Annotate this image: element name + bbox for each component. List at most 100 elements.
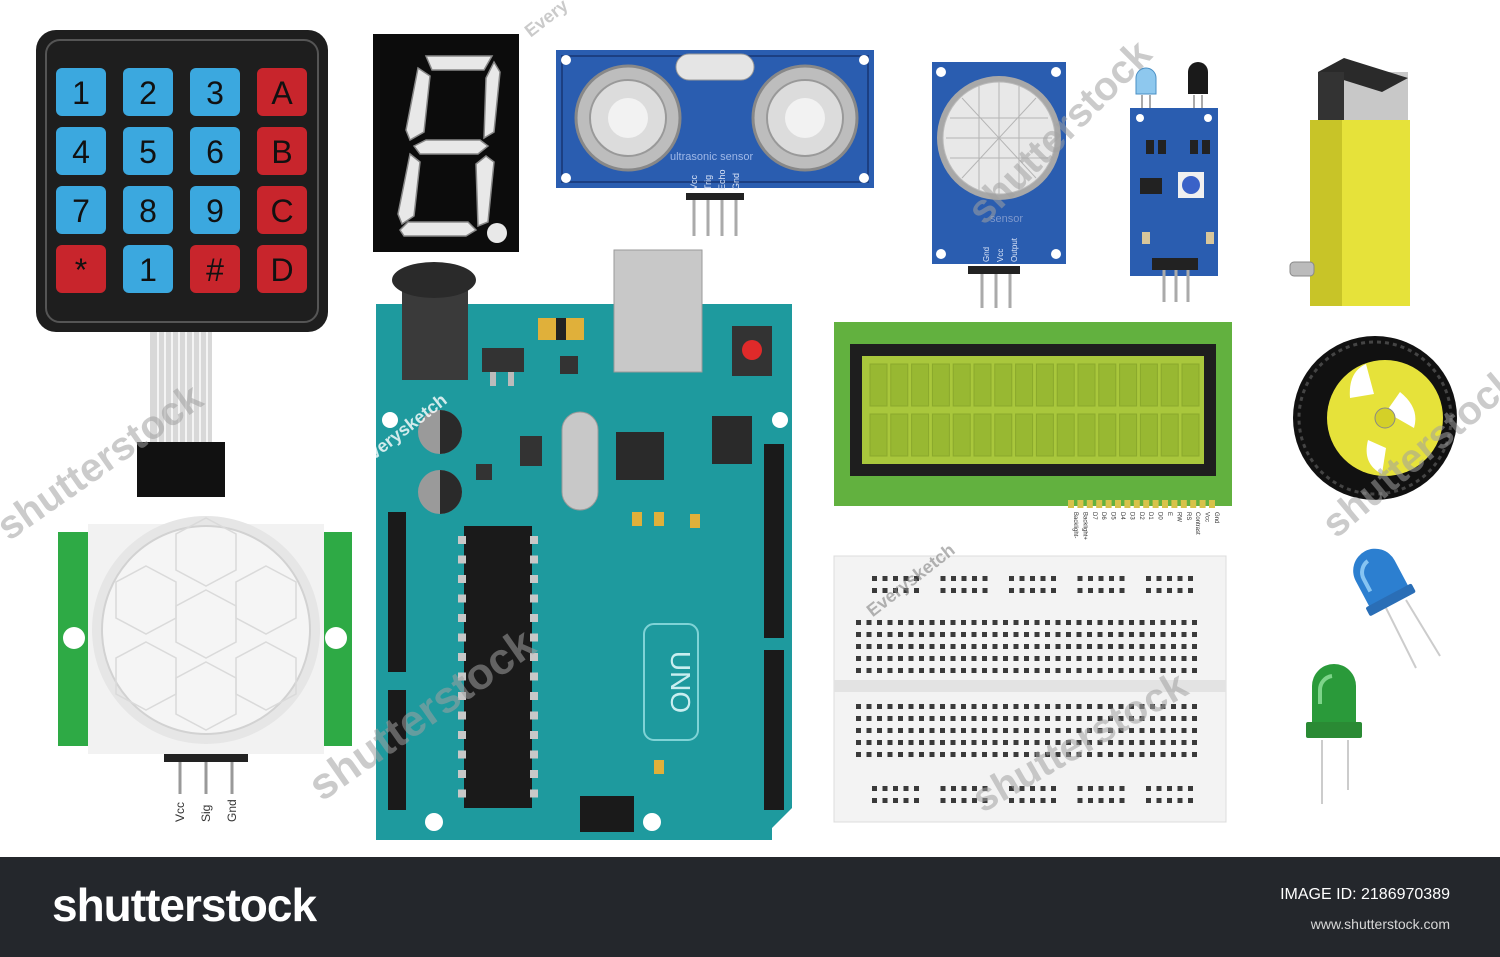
breadboard-hole (1097, 716, 1103, 721)
breadboard-hole (940, 752, 945, 757)
breadboard-hole (929, 704, 935, 709)
breadboard-hole (1097, 704, 1103, 709)
breadboard-hole (1051, 798, 1056, 803)
breadboard-hole (887, 728, 893, 733)
breadboard-hole (898, 656, 903, 661)
breadboard-hole (1108, 620, 1113, 625)
pin-label: Output (1010, 237, 1019, 262)
pin-label: Gnd (731, 173, 741, 190)
pin-label: Gnd (982, 247, 991, 262)
breadboard-hole (887, 632, 893, 637)
breadboard-hole (919, 656, 924, 661)
breadboard-hole (1087, 620, 1092, 625)
breadboard-hole (1108, 656, 1113, 661)
breadboard-hole (982, 656, 987, 661)
breadboard-hole (877, 728, 882, 733)
breadboard-hole (1109, 588, 1114, 593)
breadboard-hole (1181, 656, 1187, 661)
breadboard-hole (982, 728, 987, 733)
breadboard-hole (1108, 644, 1113, 649)
chip-pin (530, 750, 538, 759)
breadboard-hole (898, 728, 903, 733)
breadboard-hole (882, 798, 888, 803)
breadboard-hole (866, 752, 872, 757)
breadboard-hole (1160, 656, 1166, 661)
lcd-cell (931, 363, 950, 407)
breadboard-hole (872, 588, 877, 593)
lcd-pin-label: D0 (1157, 512, 1163, 520)
breadboard-hole (929, 644, 935, 649)
breadboard-hole (898, 644, 903, 649)
keypad-key-label: 1 (139, 252, 157, 288)
breadboard-hole (1108, 752, 1113, 757)
breadboard-hole (877, 668, 882, 673)
breadboard-hole (1066, 740, 1071, 745)
lcd-pin (1115, 500, 1121, 508)
breadboard-hole (1108, 704, 1113, 709)
breadboard-hole (1188, 588, 1193, 593)
breadboard-hole (1181, 620, 1187, 625)
breadboard-hole (972, 588, 977, 593)
keypad-key: A (257, 68, 307, 116)
breadboard-hole (1139, 620, 1145, 625)
breadboard-hole (1088, 786, 1093, 791)
keypad-key-label: 6 (206, 134, 224, 170)
lcd-pin (1133, 500, 1140, 508)
lcd-cell (1035, 413, 1054, 457)
breadboard-hole (1181, 740, 1187, 745)
breadboard-hole (1097, 752, 1103, 757)
breadboard-hole (1055, 656, 1061, 661)
breadboard-hole (1150, 632, 1155, 637)
breadboard-hole (1150, 668, 1155, 673)
breadboard-hole (908, 632, 914, 637)
breadboard-hole (1019, 798, 1025, 803)
breadboard-hole (1118, 632, 1124, 637)
chip-pin (530, 633, 538, 642)
image-id: IMAGE ID: 2186970389 (1280, 886, 1450, 903)
breadboard-hole (1003, 668, 1008, 673)
breadboard-hole (1097, 728, 1103, 733)
breadboard-hole (929, 716, 935, 721)
breadboard-hole (1108, 632, 1113, 637)
lcd-cell (1015, 413, 1034, 457)
breadboard-hole (1171, 716, 1176, 721)
breadboard-hole (1171, 620, 1176, 625)
lcd-pin (1124, 500, 1131, 508)
breadboard-hole (1024, 752, 1029, 757)
lcd-cell (1077, 363, 1096, 407)
lcd-cell (1098, 363, 1117, 407)
breadboard-hole (1013, 656, 1019, 661)
breadboard-hole (982, 704, 987, 709)
breadboard-hole (1003, 644, 1008, 649)
chip-pin (530, 770, 538, 778)
breadboard-hole (982, 752, 987, 757)
breadboard-hole (971, 620, 977, 625)
breadboard-hole (992, 740, 998, 745)
breadboard-hole (961, 620, 966, 625)
breadboard-hole (1119, 576, 1125, 581)
keypad-key: 4 (56, 127, 106, 175)
breadboard-hole (872, 576, 877, 581)
breadboard-hole (1181, 644, 1187, 649)
gas-sensor-label: sensor (990, 213, 1023, 225)
lcd-pin-label: Vcc (1204, 512, 1210, 522)
lcd-pin (1086, 500, 1093, 508)
breadboard-hole (961, 656, 966, 661)
keypad-key-label: 1 (72, 75, 90, 111)
lcd-cell (869, 413, 888, 457)
wheel (1293, 336, 1457, 500)
breadboard-hole (856, 644, 861, 649)
breadboard-hole (1119, 588, 1125, 593)
breadboard-hole (1139, 716, 1145, 721)
breadboard-hole (856, 716, 861, 721)
breadboard-hole (1119, 786, 1125, 791)
breadboard-hole (1045, 752, 1050, 757)
breadboard-hole (1024, 644, 1029, 649)
breadboard-hole (1109, 798, 1114, 803)
lcd-cell (1139, 413, 1158, 457)
breadboard-hole (1150, 740, 1155, 745)
pin-label: Vcc (173, 802, 187, 822)
breadboard-hole (950, 644, 956, 649)
